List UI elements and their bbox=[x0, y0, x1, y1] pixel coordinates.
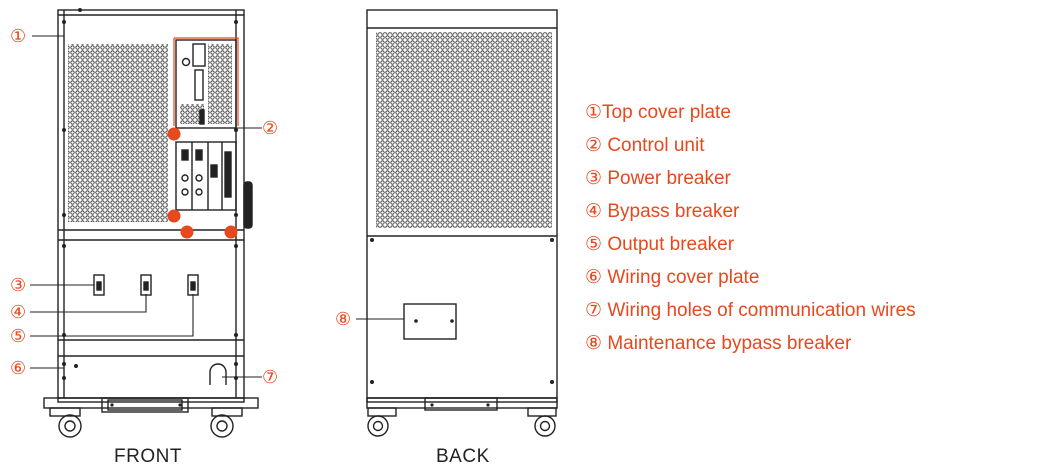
wiring-hole bbox=[209, 363, 227, 385]
legend-item-5: ⑤ Output breaker bbox=[585, 234, 735, 255]
front-screws bbox=[62, 8, 238, 407]
callout-8: ⑧ bbox=[335, 309, 352, 329]
back-view-label: BACK bbox=[436, 446, 490, 467]
legend-item-6: ⑥ Wiring cover plate bbox=[585, 267, 760, 288]
control-unit-top bbox=[175, 39, 237, 129]
maintenance-bypass-breaker bbox=[403, 303, 457, 340]
back-cabinet bbox=[366, 9, 558, 437]
legend: ①Top cover plate ② Control unit ③ Power … bbox=[585, 96, 916, 360]
callout-5: ⑤ bbox=[10, 326, 27, 346]
legend-item-2: ② Control unit bbox=[585, 135, 705, 156]
back-screws bbox=[370, 238, 554, 407]
control-unit-highlight bbox=[167, 37, 239, 239]
legend-item-1: ①Top cover plate bbox=[585, 102, 731, 123]
callout-6: ⑥ bbox=[10, 358, 27, 378]
callout-7: ⑦ bbox=[262, 367, 279, 387]
back-cabinet-outline bbox=[366, 9, 558, 403]
front-cabinet bbox=[43, 9, 259, 438]
legend-item-4: ④ Bypass breaker bbox=[585, 201, 740, 222]
front-vent-grille bbox=[68, 44, 168, 222]
control-unit-modules bbox=[175, 141, 237, 211]
callout-1: ① bbox=[10, 26, 27, 46]
callout-4: ④ bbox=[10, 302, 27, 322]
callout-2: ② bbox=[262, 118, 279, 138]
legend-item-7: ⑦ Wiring holes of communication wires bbox=[585, 300, 916, 321]
callout-3: ③ bbox=[10, 275, 27, 295]
front-view-label: FRONT bbox=[114, 446, 182, 467]
front-leader-lines bbox=[30, 35, 262, 378]
legend-item-3: ③ Power breaker bbox=[585, 168, 731, 189]
back-vent-grille bbox=[376, 32, 552, 228]
legend-item-8: ⑧ Maintenance bypass breaker bbox=[585, 333, 852, 354]
